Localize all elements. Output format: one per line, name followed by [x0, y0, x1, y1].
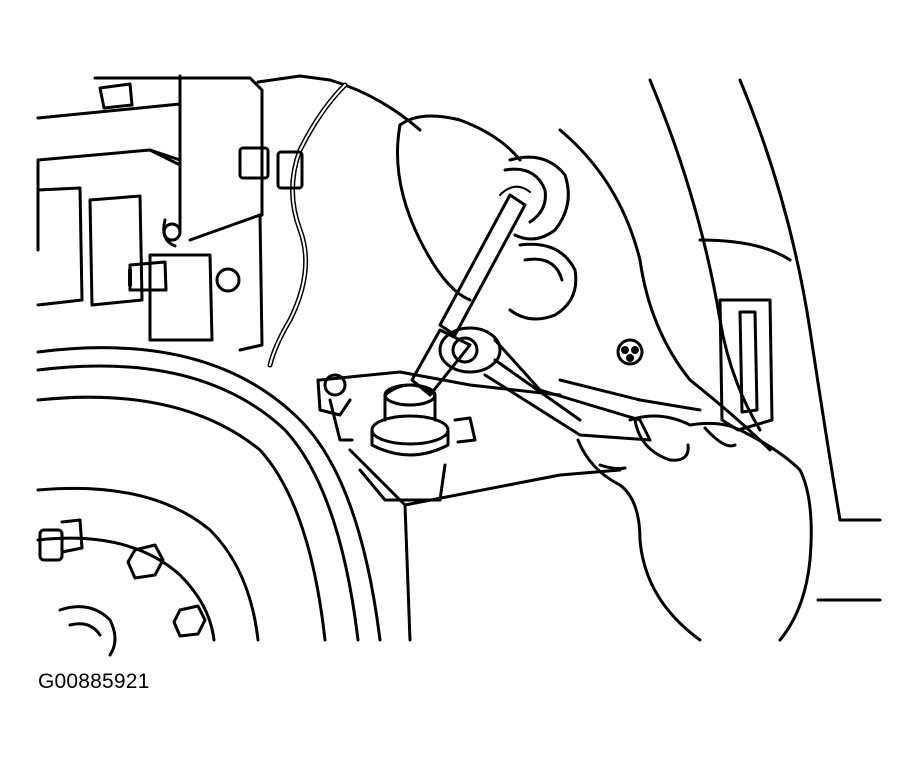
frame-background [38, 76, 420, 305]
wrench-icon [412, 187, 650, 440]
wheel-lug-nuts [40, 520, 205, 655]
hand-icon [578, 416, 811, 640]
brake-hose [240, 85, 345, 365]
strut-mount [398, 116, 576, 319]
ball-joint [372, 385, 475, 455]
caliper-bracket [130, 215, 262, 350]
suspension-service-illustration [0, 0, 918, 660]
figure-id-label: G00885921 [38, 670, 150, 693]
wheelhouse-panel [560, 80, 880, 600]
lower-control-arm [318, 372, 620, 640]
